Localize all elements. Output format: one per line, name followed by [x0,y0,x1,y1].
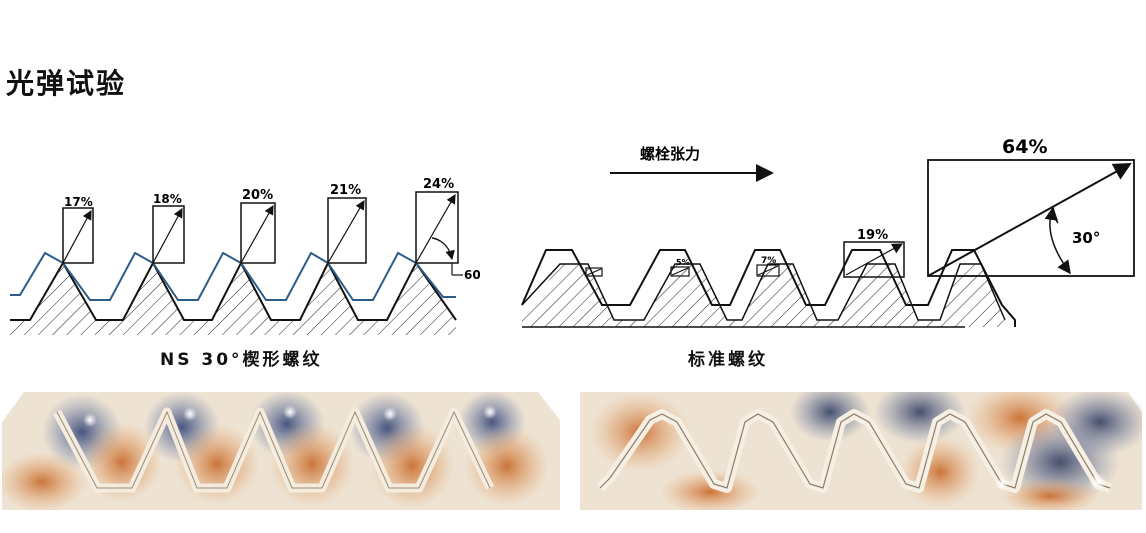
std-stress-box-1 [585,267,603,277]
thread-profile [10,260,457,321]
std-angle-label-30: 30° [1072,229,1100,247]
standard-thread-diagram: 螺栓张力 5% 7% 19% 64% 30° [521,136,1135,328]
standard-thread-photoelastic-photo [580,392,1142,510]
standard-thread-caption: 标准螺纹 [688,350,768,370]
stress-label-5: 24% [423,177,454,192]
stress-label-1: 17% [64,195,93,209]
std-stress-label-5pct: 5% [676,258,690,267]
std-stress-box-2: 5% [670,258,690,277]
std-thread-hatch-area [522,264,1005,327]
ns-thread-diagram: 17% 18% 20% 21% 24% 60° [10,177,480,335]
ns-thread-caption: NS 30°楔形螺纹 [160,350,323,370]
stress-label-2: 18% [153,192,182,206]
stress-box-1: 17% [62,195,94,264]
stress-box-3: 20% [240,188,276,264]
std-stress-label-19pct: 19% [857,228,888,243]
ns-thread-photoelastic-photo [2,392,560,510]
stress-box-2: 18% [152,192,185,264]
stress-box-4: 21% [327,183,367,264]
std-thread-inner-profile [521,263,1006,321]
thread-hatch-area [10,263,456,335]
stress-label-3: 20% [242,188,273,203]
angle-label-60: 60° [464,268,480,282]
bolt-tension-label: 螺栓张力 [640,145,700,163]
page-title: 光弹试验 [6,67,127,100]
std-stress-label-7pct: 7% [761,256,776,266]
std-stress-box-3: 7% [756,256,780,277]
wedge-ramp-profile [10,251,456,301]
std-thread-outer-profile [521,249,1016,327]
std-stress-label-64pct: 64% [1002,136,1047,158]
std-stress-box-4: 19% [843,228,905,278]
stress-label-4: 21% [330,183,361,198]
stress-box-5: 24% 60° [415,177,480,282]
std-stress-box-big: 64% 30° [927,136,1135,277]
